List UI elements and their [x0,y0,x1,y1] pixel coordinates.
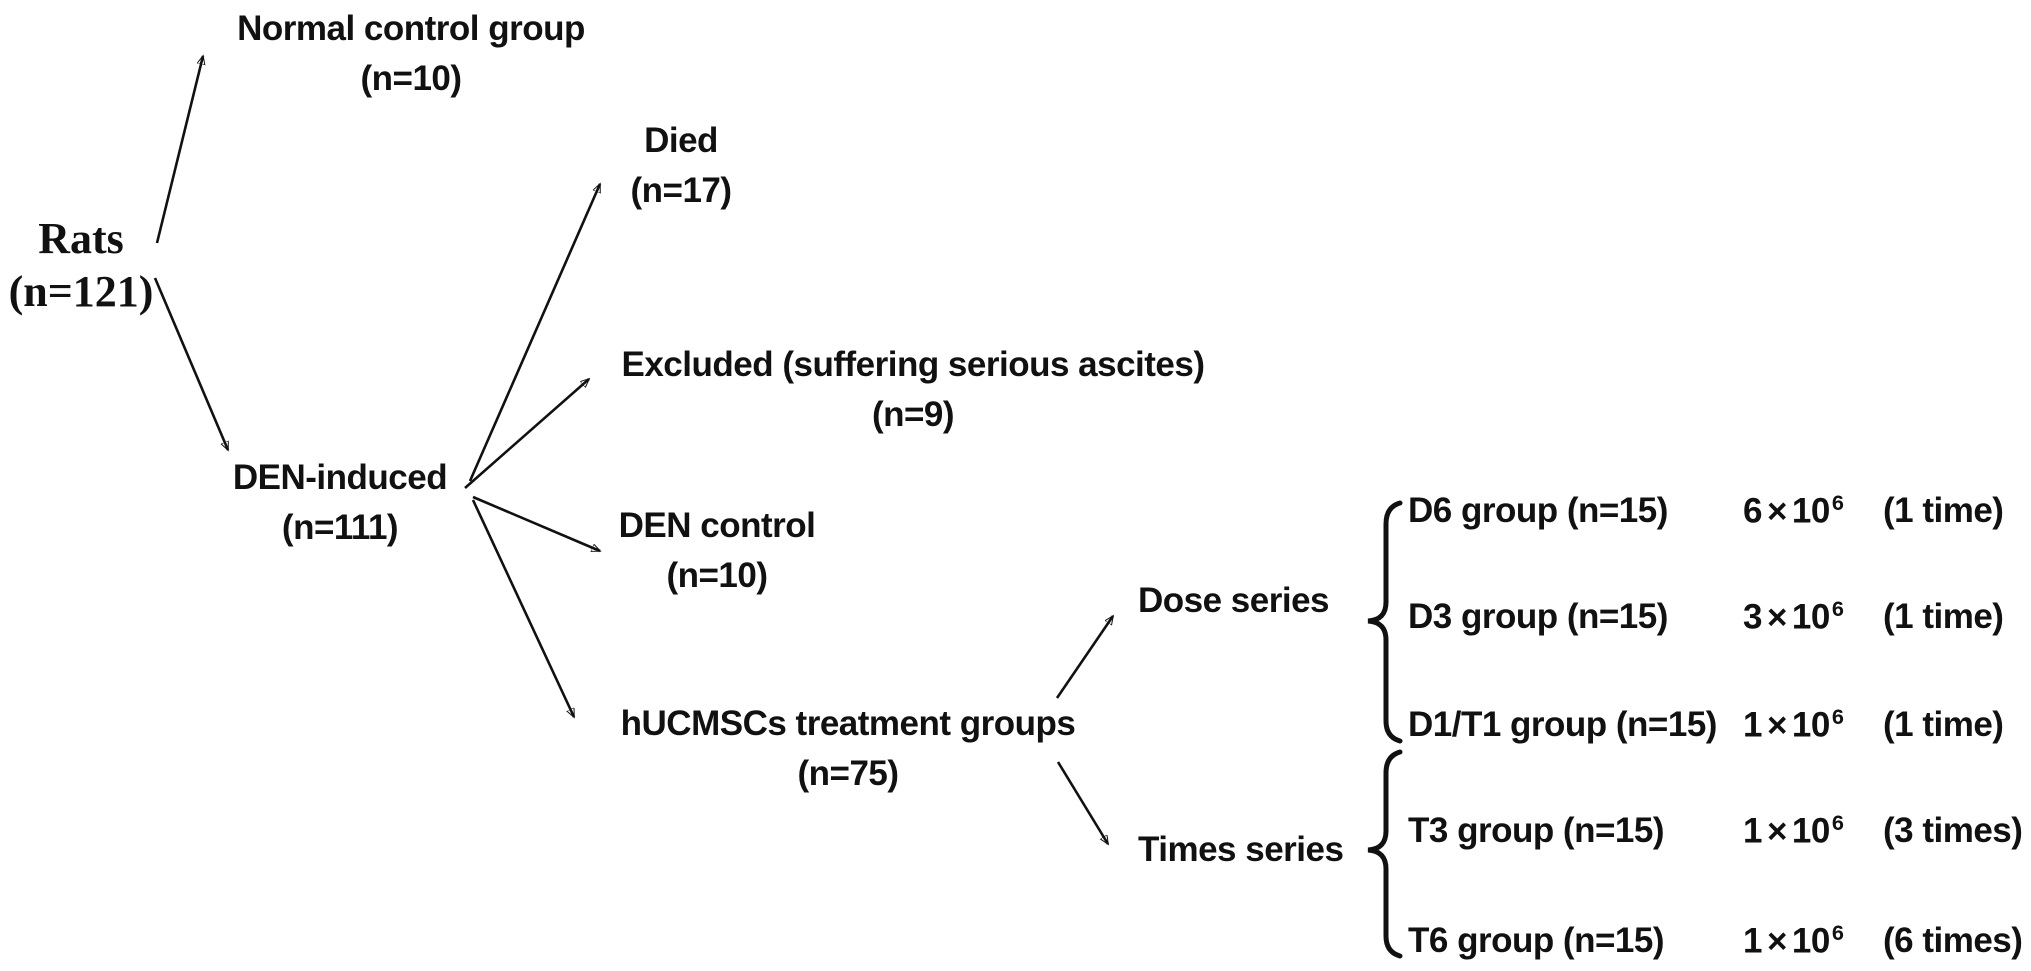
normal-control-label: Normal control group [237,9,585,48]
multiplication-sign: × [1766,811,1787,851]
died-label: Died [644,121,718,160]
dose-exponent: 6 [1831,490,1844,516]
group-row-d1t1: D1/T1 group (n=15) 1×106 (1 time) [1408,700,2030,750]
dose-mantissa: 3 [1743,597,1762,637]
times-series-label: Times series [1138,830,1344,869]
group-name: D1/T1 group (n=15) [1408,705,1717,744]
group-row-d3: D3 group (n=15) 3×106 (1 time) [1408,592,2030,642]
group-name: D6 group (n=15) [1408,491,1668,530]
arrow-den-to-died [468,184,602,482]
group-dose: 1×106 [1743,810,1883,852]
group-name: T3 group (n=15) [1408,811,1665,850]
group-name: T6 group (n=15) [1408,921,1665,960]
dose-mantissa: 1 [1743,921,1762,961]
arrow-den-to-den-control [472,495,600,553]
dose-mantissa: 6 [1743,491,1762,531]
excluded-node: Excluded (suffering serious ascites) (n=… [621,340,1205,440]
multiplication-sign: × [1766,491,1787,531]
group-times: (1 time) [1883,705,2004,744]
rats-label: Rats [38,214,124,263]
died-count: (n=17) [630,171,732,210]
arrow-hucmscs-to-times-series [1056,761,1110,844]
hucmscs-count: (n=75) [797,754,899,793]
arrow-rats-to-den-induced [153,277,230,450]
normal-control-count: (n=10) [360,59,462,98]
rats-count: (n=121) [8,267,154,316]
group-times: (3 times) [1883,811,2023,850]
dose-exponent: 6 [1831,704,1844,730]
dose-exponent: 6 [1831,596,1844,622]
den-control-node: DEN control (n=10) [619,501,816,601]
group-dose: 3×106 [1743,596,1883,638]
group-times: (1 time) [1883,491,2004,530]
group-row-d6: D6 group (n=15) 6×106 (1 time) [1408,486,2030,536]
group-dose: 6×106 [1743,490,1883,532]
dose-mantissa: 1 [1743,705,1762,745]
den-control-label: DEN control [618,506,816,545]
dose-base: 10 [1791,811,1830,851]
group-dose: 1×106 [1743,920,1883,962]
arrow-hucmscs-to-dose-series [1055,616,1115,699]
dose-exponent: 6 [1831,810,1844,836]
multiplication-sign: × [1766,597,1787,637]
den-induced-count: (n=111) [281,508,399,547]
arrow-den-to-hucmscs [471,499,576,717]
dose-base: 10 [1791,491,1830,531]
arrow-den-to-excluded [464,379,589,489]
group-times: (6 times) [1883,921,2023,960]
group-dose: 1×106 [1743,704,1883,746]
den-induced-label: DEN-induced [232,458,448,497]
multiplication-sign: × [1766,705,1787,745]
excluded-label: Excluded (suffering serious ascites) [621,345,1205,384]
group-name: D3 group (n=15) [1408,597,1668,636]
hucmscs-label: hUCMSCs treatment groups [620,704,1076,743]
dose-base: 10 [1791,921,1830,961]
dose-series-brace [1367,500,1403,744]
arrow-rats-to-normal-control [155,56,203,244]
den-control-count: (n=10) [666,556,768,595]
hucmscs-node: hUCMSCs treatment groups (n=75) [621,699,1076,799]
dose-mantissa: 1 [1743,811,1762,851]
rats-node: Rats (n=121) [9,212,154,318]
dose-base: 10 [1791,597,1830,637]
dose-series-label: Dose series [1138,581,1330,620]
normal-control-node: Normal control group (n=10) [237,4,585,104]
group-row-t6: T6 group (n=15) 1×106 (6 times) [1408,916,2030,966]
group-times: (1 time) [1883,597,2004,636]
den-induced-node: DEN-induced (n=111) [232,453,448,553]
excluded-count: (n=9) [871,395,955,434]
dose-base: 10 [1791,705,1830,745]
died-node: Died (n=17) [630,116,732,216]
group-row-t3: T3 group (n=15) 1×106 (3 times) [1408,806,2030,856]
multiplication-sign: × [1766,921,1787,961]
dose-exponent: 6 [1831,920,1844,946]
times-series-brace [1367,749,1403,959]
